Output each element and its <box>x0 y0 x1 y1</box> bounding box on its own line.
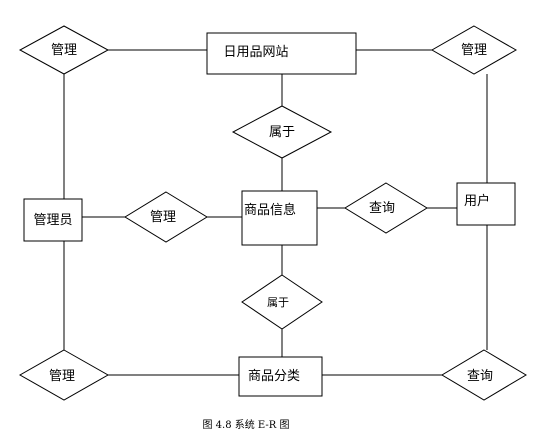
entity-product-info-label: 商品信息 <box>244 202 296 218</box>
relationship-query-bottom-right: 查询 <box>441 349 527 401</box>
relationship-manage-top-left: 管理 <box>18 25 110 75</box>
relationship-manage-bottom-left: 管理 <box>18 349 110 401</box>
relationship-manage-middle-label: 管理 <box>150 210 176 225</box>
entity-admin-label: 管理员 <box>33 213 72 228</box>
entity-product-info: 商品信息 <box>241 190 318 246</box>
entity-website: 日用品网站 <box>206 32 357 75</box>
connector-lines <box>63 49 488 376</box>
relationship-manage-top-right-label: 管理 <box>461 43 487 58</box>
relationship-belongs-bottom-label: 属于 <box>267 296 289 309</box>
relationship-manage-top-right: 管理 <box>430 25 518 75</box>
relationship-belongs-bottom: 属于 <box>241 274 323 330</box>
relationship-manage-bottom-left-label: 管理 <box>49 369 75 384</box>
figure-caption: 图 4.8 系统 E-R 图 <box>202 418 289 431</box>
relationship-query-middle: 查询 <box>344 182 428 234</box>
entity-category: 商品分类 <box>238 356 323 397</box>
entity-user: 用户 <box>456 182 516 226</box>
entity-category-label: 商品分类 <box>248 369 300 384</box>
entity-admin: 管理员 <box>23 198 83 242</box>
relationship-belongs-top: 属于 <box>231 105 333 159</box>
entity-user-label: 用户 <box>464 193 490 209</box>
relationship-belongs-top-label: 属于 <box>269 125 295 140</box>
relationship-manage-top-left-label: 管理 <box>51 43 77 58</box>
relationship-manage-middle: 管理 <box>124 191 208 243</box>
entity-website-label: 日用品网站 <box>223 45 288 60</box>
relationship-query-middle-label: 查询 <box>369 201 395 216</box>
relationship-query-bottom-right-label: 查询 <box>467 369 493 384</box>
